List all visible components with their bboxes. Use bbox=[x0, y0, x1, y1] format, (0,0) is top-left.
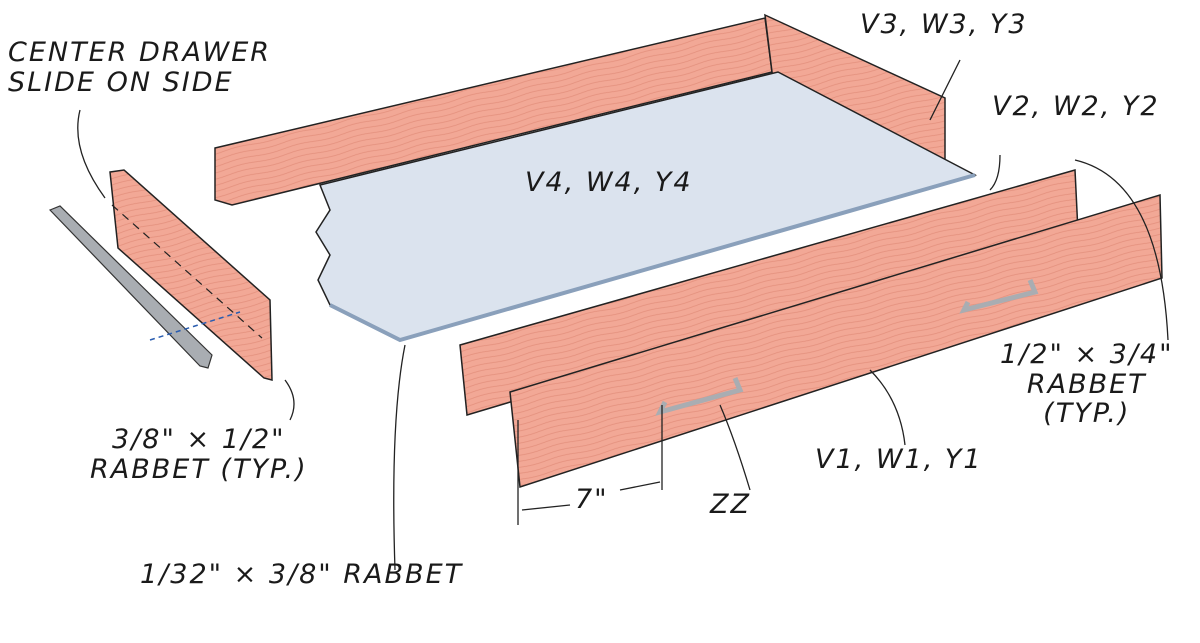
label-line: 1/2" × 3/4" bbox=[1000, 339, 1174, 370]
bottom-rabbet-label: 1/32" × 3/8" RABBET bbox=[140, 559, 464, 590]
label-line: RABBET bbox=[1026, 368, 1147, 400]
front-rabbet-label: 1/2" × 3/4" RABBET (TYP.) bbox=[1000, 340, 1174, 429]
label-line: CENTER DRAWER bbox=[8, 37, 272, 68]
drawer-back-label: V2, W2, Y2 bbox=[992, 91, 1160, 122]
leader-lines bbox=[77, 59, 1169, 571]
bottom-panel-label: V4, W4, Y4 bbox=[525, 167, 693, 198]
label-line: 3/8" × 1/2" bbox=[112, 424, 286, 455]
pull-label: ZZ bbox=[710, 489, 751, 520]
center-slide-label: CENTER DRAWER SLIDE ON SIDE bbox=[8, 38, 271, 97]
side-rabbet-label: 3/8" × 1/2" RABBET (TYP.) bbox=[90, 425, 308, 484]
drawer-pull bbox=[959, 279, 1039, 314]
drawer-slide bbox=[48, 205, 213, 369]
label-line: RABBET (TYP.) bbox=[90, 453, 308, 485]
drawer-front-panel bbox=[509, 193, 1163, 488]
back-panel-label: V3, W3, Y3 bbox=[860, 9, 1028, 40]
label-line: (TYP.) bbox=[1043, 398, 1131, 430]
pull-offset-dimension: 7" bbox=[575, 484, 609, 515]
label-line: SLIDE ON SIDE bbox=[8, 66, 234, 98]
bottom-panel bbox=[315, 71, 978, 341]
front-panel-label: V1, W1, Y1 bbox=[815, 444, 983, 475]
